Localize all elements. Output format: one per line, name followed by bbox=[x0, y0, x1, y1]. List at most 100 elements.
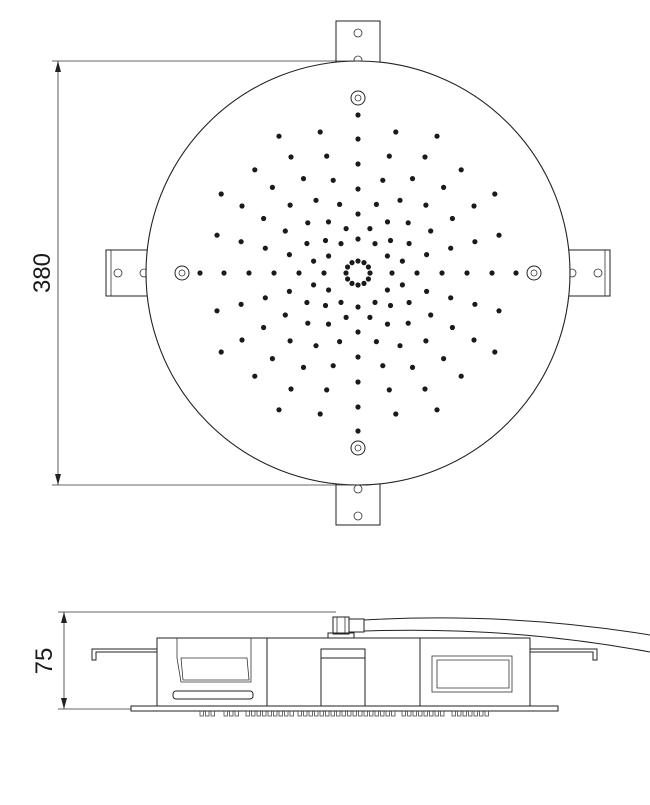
nozzle-bump bbox=[429, 710, 434, 717]
nozzle-dot bbox=[305, 220, 311, 226]
mounting-bracket-bottom bbox=[335, 479, 381, 526]
nozzle-dot bbox=[397, 343, 403, 349]
nozzle-dot bbox=[337, 339, 343, 345]
nozzle-bump bbox=[451, 710, 456, 717]
nozzle-bump bbox=[273, 710, 278, 717]
screw-hole-bottom bbox=[350, 440, 366, 456]
nozzle-dot bbox=[386, 387, 392, 393]
nozzle-dot bbox=[355, 112, 361, 118]
nozzle-bump bbox=[278, 710, 283, 717]
nozzle-dot bbox=[338, 299, 344, 305]
nozzle-bump bbox=[369, 710, 374, 717]
flange-right bbox=[529, 648, 598, 661]
nozzle-dot bbox=[282, 228, 288, 234]
nozzle-dot bbox=[414, 270, 420, 276]
nozzle-dot bbox=[300, 364, 307, 370]
nozzle-bump bbox=[256, 710, 261, 717]
nozzle-dot bbox=[355, 354, 361, 360]
nozzle-dot bbox=[338, 241, 344, 247]
nozzle-dot bbox=[423, 338, 429, 344]
nozzle-bump bbox=[484, 710, 489, 717]
nozzle-dot bbox=[261, 324, 267, 331]
nozzle-dot bbox=[343, 314, 349, 320]
nozzle-dot bbox=[471, 203, 477, 209]
nozzle-dot bbox=[361, 280, 367, 286]
nozzle-dot bbox=[428, 312, 434, 318]
nozzle-dot bbox=[397, 197, 403, 203]
nozzle-dot bbox=[269, 184, 275, 190]
nozzle-dot bbox=[439, 270, 445, 276]
nozzle-dot bbox=[337, 201, 343, 207]
nozzle-dot bbox=[496, 232, 502, 238]
nozzle-bump bbox=[336, 710, 341, 717]
nozzle-bump bbox=[245, 710, 250, 717]
nozzle-dot bbox=[261, 215, 267, 222]
nozzle-dot bbox=[355, 258, 361, 264]
hose bbox=[363, 617, 650, 653]
screw-hole-left bbox=[174, 265, 190, 281]
nozzle-dot bbox=[239, 203, 245, 209]
nozzle-dot bbox=[372, 299, 378, 305]
nozzle-dot bbox=[355, 329, 361, 335]
nozzle-dot bbox=[343, 270, 349, 276]
nozzle-dot bbox=[406, 240, 412, 247]
nozzle-bump bbox=[347, 710, 352, 717]
nozzle-dot bbox=[449, 324, 455, 331]
nozzle-dot bbox=[313, 343, 319, 349]
nozzle-dot bbox=[373, 201, 379, 207]
nozzle-dot bbox=[372, 241, 378, 247]
nozzle-bump bbox=[199, 710, 204, 717]
nozzle-dot bbox=[380, 177, 386, 183]
nozzle-dot bbox=[322, 237, 329, 244]
nozzle-dot bbox=[434, 407, 440, 413]
nozzle-dot bbox=[326, 287, 332, 293]
nozzle-dot bbox=[409, 364, 416, 370]
nozzle-dot bbox=[393, 411, 399, 417]
nozzle-dot bbox=[262, 245, 268, 251]
nozzle-dot bbox=[287, 338, 293, 344]
nozzle-dot bbox=[355, 186, 361, 192]
top-view: 380 bbox=[29, 20, 611, 526]
body-housing bbox=[156, 637, 531, 707]
nozzle-dot bbox=[218, 191, 224, 197]
nozzle-dot bbox=[380, 363, 386, 369]
nozzle-dot bbox=[238, 239, 244, 245]
nozzle-bump bbox=[267, 710, 272, 717]
nozzle-bump bbox=[374, 710, 379, 717]
nozzle-bump bbox=[289, 710, 294, 717]
nozzle-dot bbox=[386, 153, 392, 159]
nozzle-dot bbox=[214, 308, 220, 314]
side-view: 75 bbox=[31, 611, 650, 717]
nozzle-bump bbox=[423, 710, 428, 717]
dimension-label-diameter: 380 bbox=[29, 253, 56, 293]
nozzle-dot bbox=[197, 270, 203, 276]
nozzle-dot bbox=[361, 260, 367, 266]
nozzle-dot bbox=[271, 270, 277, 276]
nozzle-dot bbox=[252, 373, 258, 379]
nozzle-dot bbox=[424, 252, 430, 258]
nozzle-dot bbox=[343, 226, 349, 232]
nozzle-bump bbox=[210, 710, 215, 717]
nozzle-bump bbox=[468, 710, 473, 717]
nozzle-dot bbox=[393, 129, 399, 135]
nozzle-dot bbox=[405, 320, 411, 326]
nozzle-dot bbox=[311, 258, 317, 264]
nozzle-dot bbox=[365, 264, 371, 270]
dimension-diameter: 380 bbox=[29, 60, 358, 486]
nozzle-dot bbox=[286, 252, 292, 258]
screw-hole-top bbox=[350, 90, 366, 106]
nozzle-dot bbox=[458, 167, 464, 173]
nozzle-dot bbox=[367, 226, 373, 232]
nozzle-bump bbox=[330, 710, 335, 717]
nozzle-dot bbox=[313, 197, 319, 203]
nozzle-dot bbox=[321, 270, 327, 276]
nozzle-bump bbox=[234, 710, 239, 717]
nozzle-dot bbox=[345, 276, 351, 282]
flange-left bbox=[91, 648, 158, 661]
nozzle-dot bbox=[489, 270, 495, 276]
nozzle-dot bbox=[296, 270, 302, 276]
nozzle-bump bbox=[479, 710, 484, 717]
nozzle-bump bbox=[418, 710, 423, 717]
nozzle-dot bbox=[384, 219, 391, 225]
nozzle-bump bbox=[325, 710, 330, 717]
